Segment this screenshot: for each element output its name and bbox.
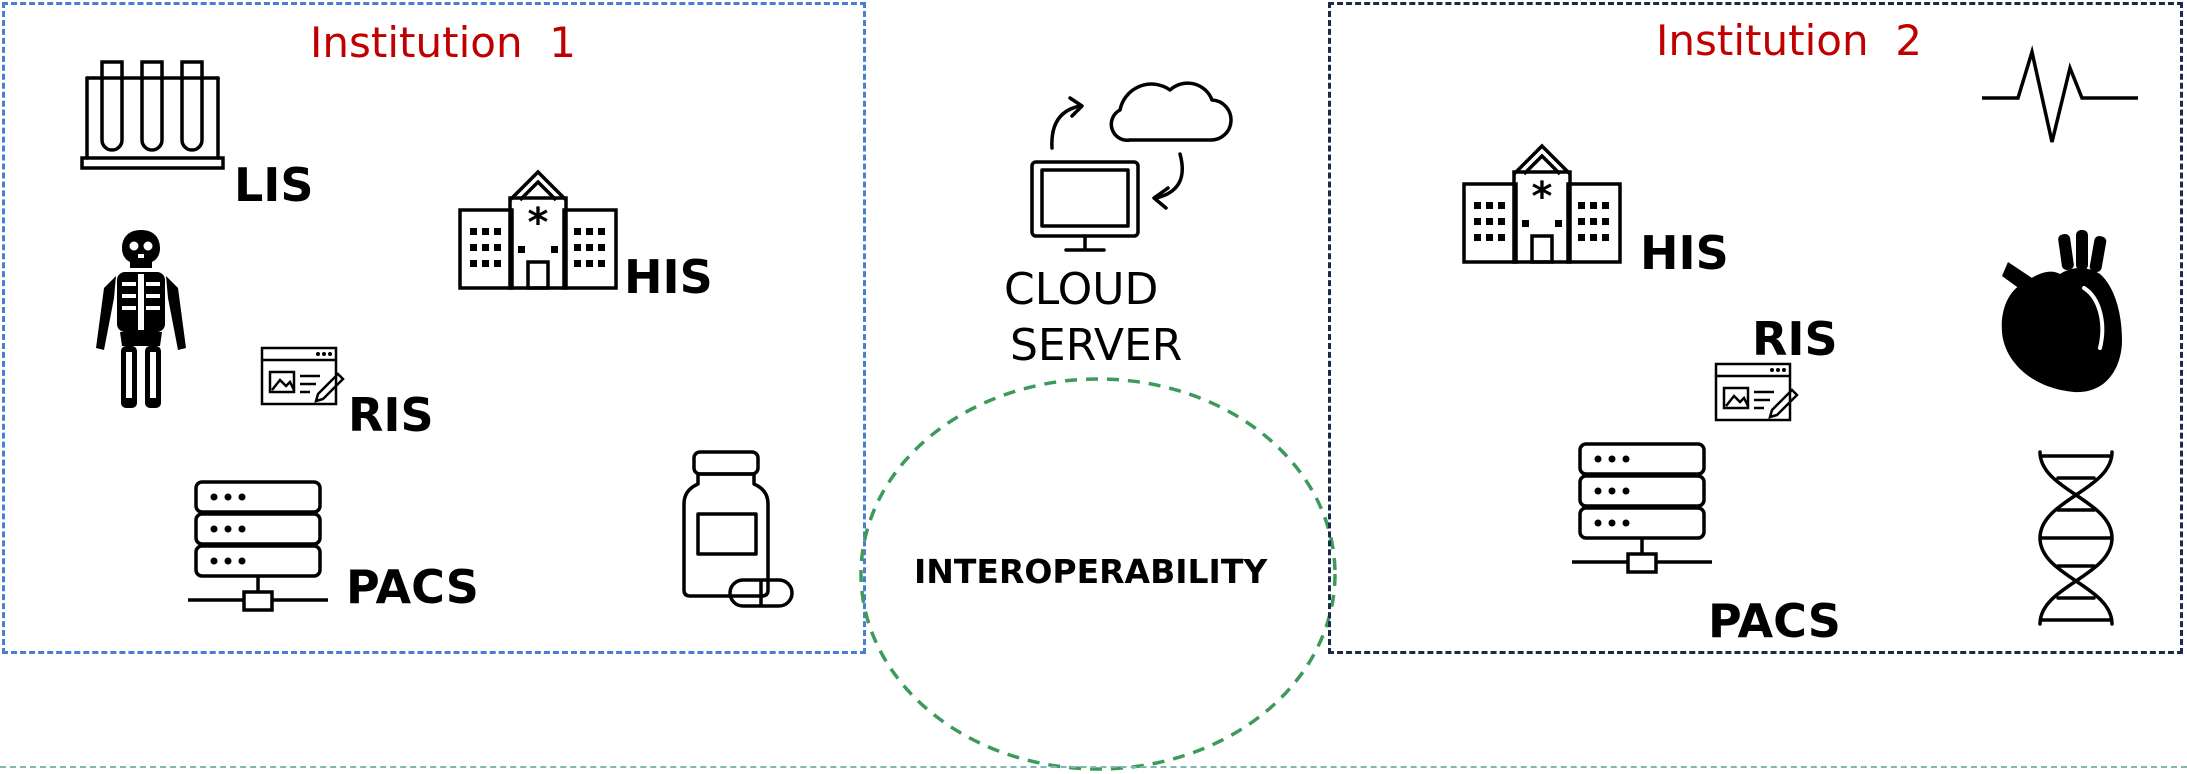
svg-text:*: * — [528, 200, 549, 246]
ris-label: RIS — [348, 388, 434, 442]
svg-text:*: * — [1532, 174, 1553, 220]
lis-label: LIS — [234, 158, 314, 212]
hospital-icon: * — [1462, 143, 1622, 264]
interoperability-ellipse — [859, 377, 1337, 771]
radiology-report-icon — [260, 346, 345, 406]
institution-1-title: Institution 1 — [310, 18, 576, 67]
radiology-report-icon — [1714, 362, 1799, 422]
institution-2-box — [1328, 2, 2183, 654]
his-label: HIS — [624, 250, 713, 304]
institution-1-box — [2, 2, 866, 654]
his-label: HIS — [1640, 226, 1729, 280]
cloud-computer-icon — [1030, 81, 1233, 252]
pacs-label: PACS — [346, 560, 479, 614]
cloud-label-line1: CLOUD — [1004, 264, 1159, 315]
bottom-divider — [0, 766, 2187, 768]
pacs-label: PACS — [1708, 594, 1841, 648]
institution-2-title: Institution 2 — [1656, 16, 1922, 65]
server-icon — [188, 480, 328, 612]
cloud-label-line2: SERVER — [1010, 320, 1183, 371]
test-tubes-icon — [80, 60, 225, 170]
interoperability-label: INTEROPERABILITY — [914, 552, 1268, 591]
dna-icon — [2038, 450, 2114, 626]
server-icon — [1572, 442, 1712, 574]
skeleton-icon — [96, 230, 186, 408]
hospital-icon: * — [458, 169, 618, 290]
ris-label: RIS — [1752, 312, 1838, 366]
heart-icon — [2001, 230, 2122, 393]
medication-bottle-icon — [682, 450, 794, 608]
ecg-waveform-icon — [1982, 45, 2138, 143]
